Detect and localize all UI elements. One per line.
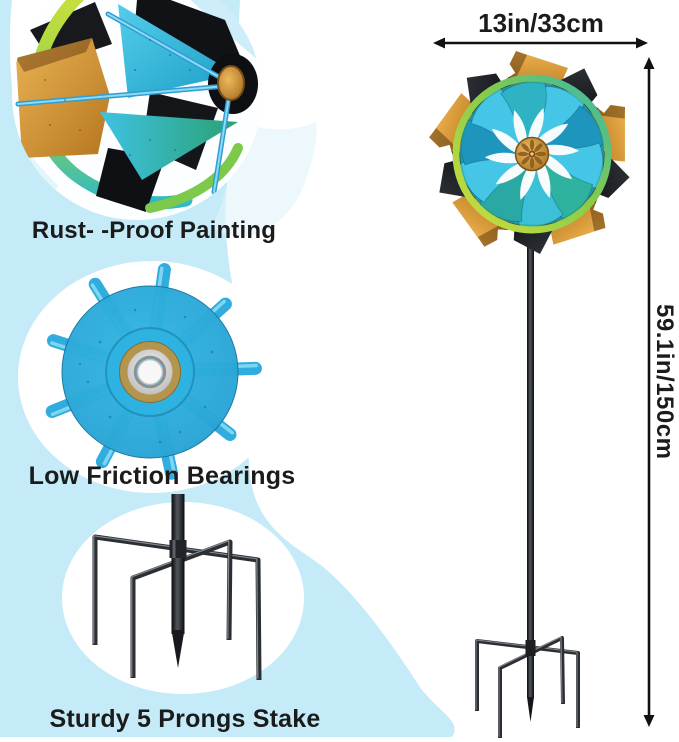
product-pole-tip xyxy=(527,697,534,722)
width-dimension-label: 13in/33cm xyxy=(478,8,604,38)
product-pole xyxy=(527,168,534,697)
stake-rod xyxy=(171,494,185,634)
spinner-wheel xyxy=(429,51,630,254)
height-dimension-label: 59.1in/150cm xyxy=(651,304,678,460)
sturdy-stake-label: Sturdy 5 Prongs Stake xyxy=(49,705,321,733)
white-crescent xyxy=(9,0,58,96)
copper-hub xyxy=(217,65,245,101)
vertical-dimension-arrow-icon xyxy=(643,57,655,727)
stake-tip xyxy=(171,630,185,668)
center-medallion xyxy=(514,136,550,172)
bearing-gold-ring xyxy=(119,341,181,403)
white-star xyxy=(484,108,580,200)
horizontal-dimension-arrow-icon xyxy=(433,37,648,49)
teal-blade-lower xyxy=(100,112,238,180)
bearing-silver-ring xyxy=(127,349,173,395)
lime-rim-ring xyxy=(452,74,612,234)
inner-teal-petals xyxy=(458,80,606,228)
blue-rod-icon xyxy=(15,11,233,195)
bearing-hole xyxy=(136,358,164,386)
rust-proof-label: Rust- -Proof Painting xyxy=(31,217,277,244)
low-friction-bearings-label: Low Friction Bearings xyxy=(28,462,296,490)
